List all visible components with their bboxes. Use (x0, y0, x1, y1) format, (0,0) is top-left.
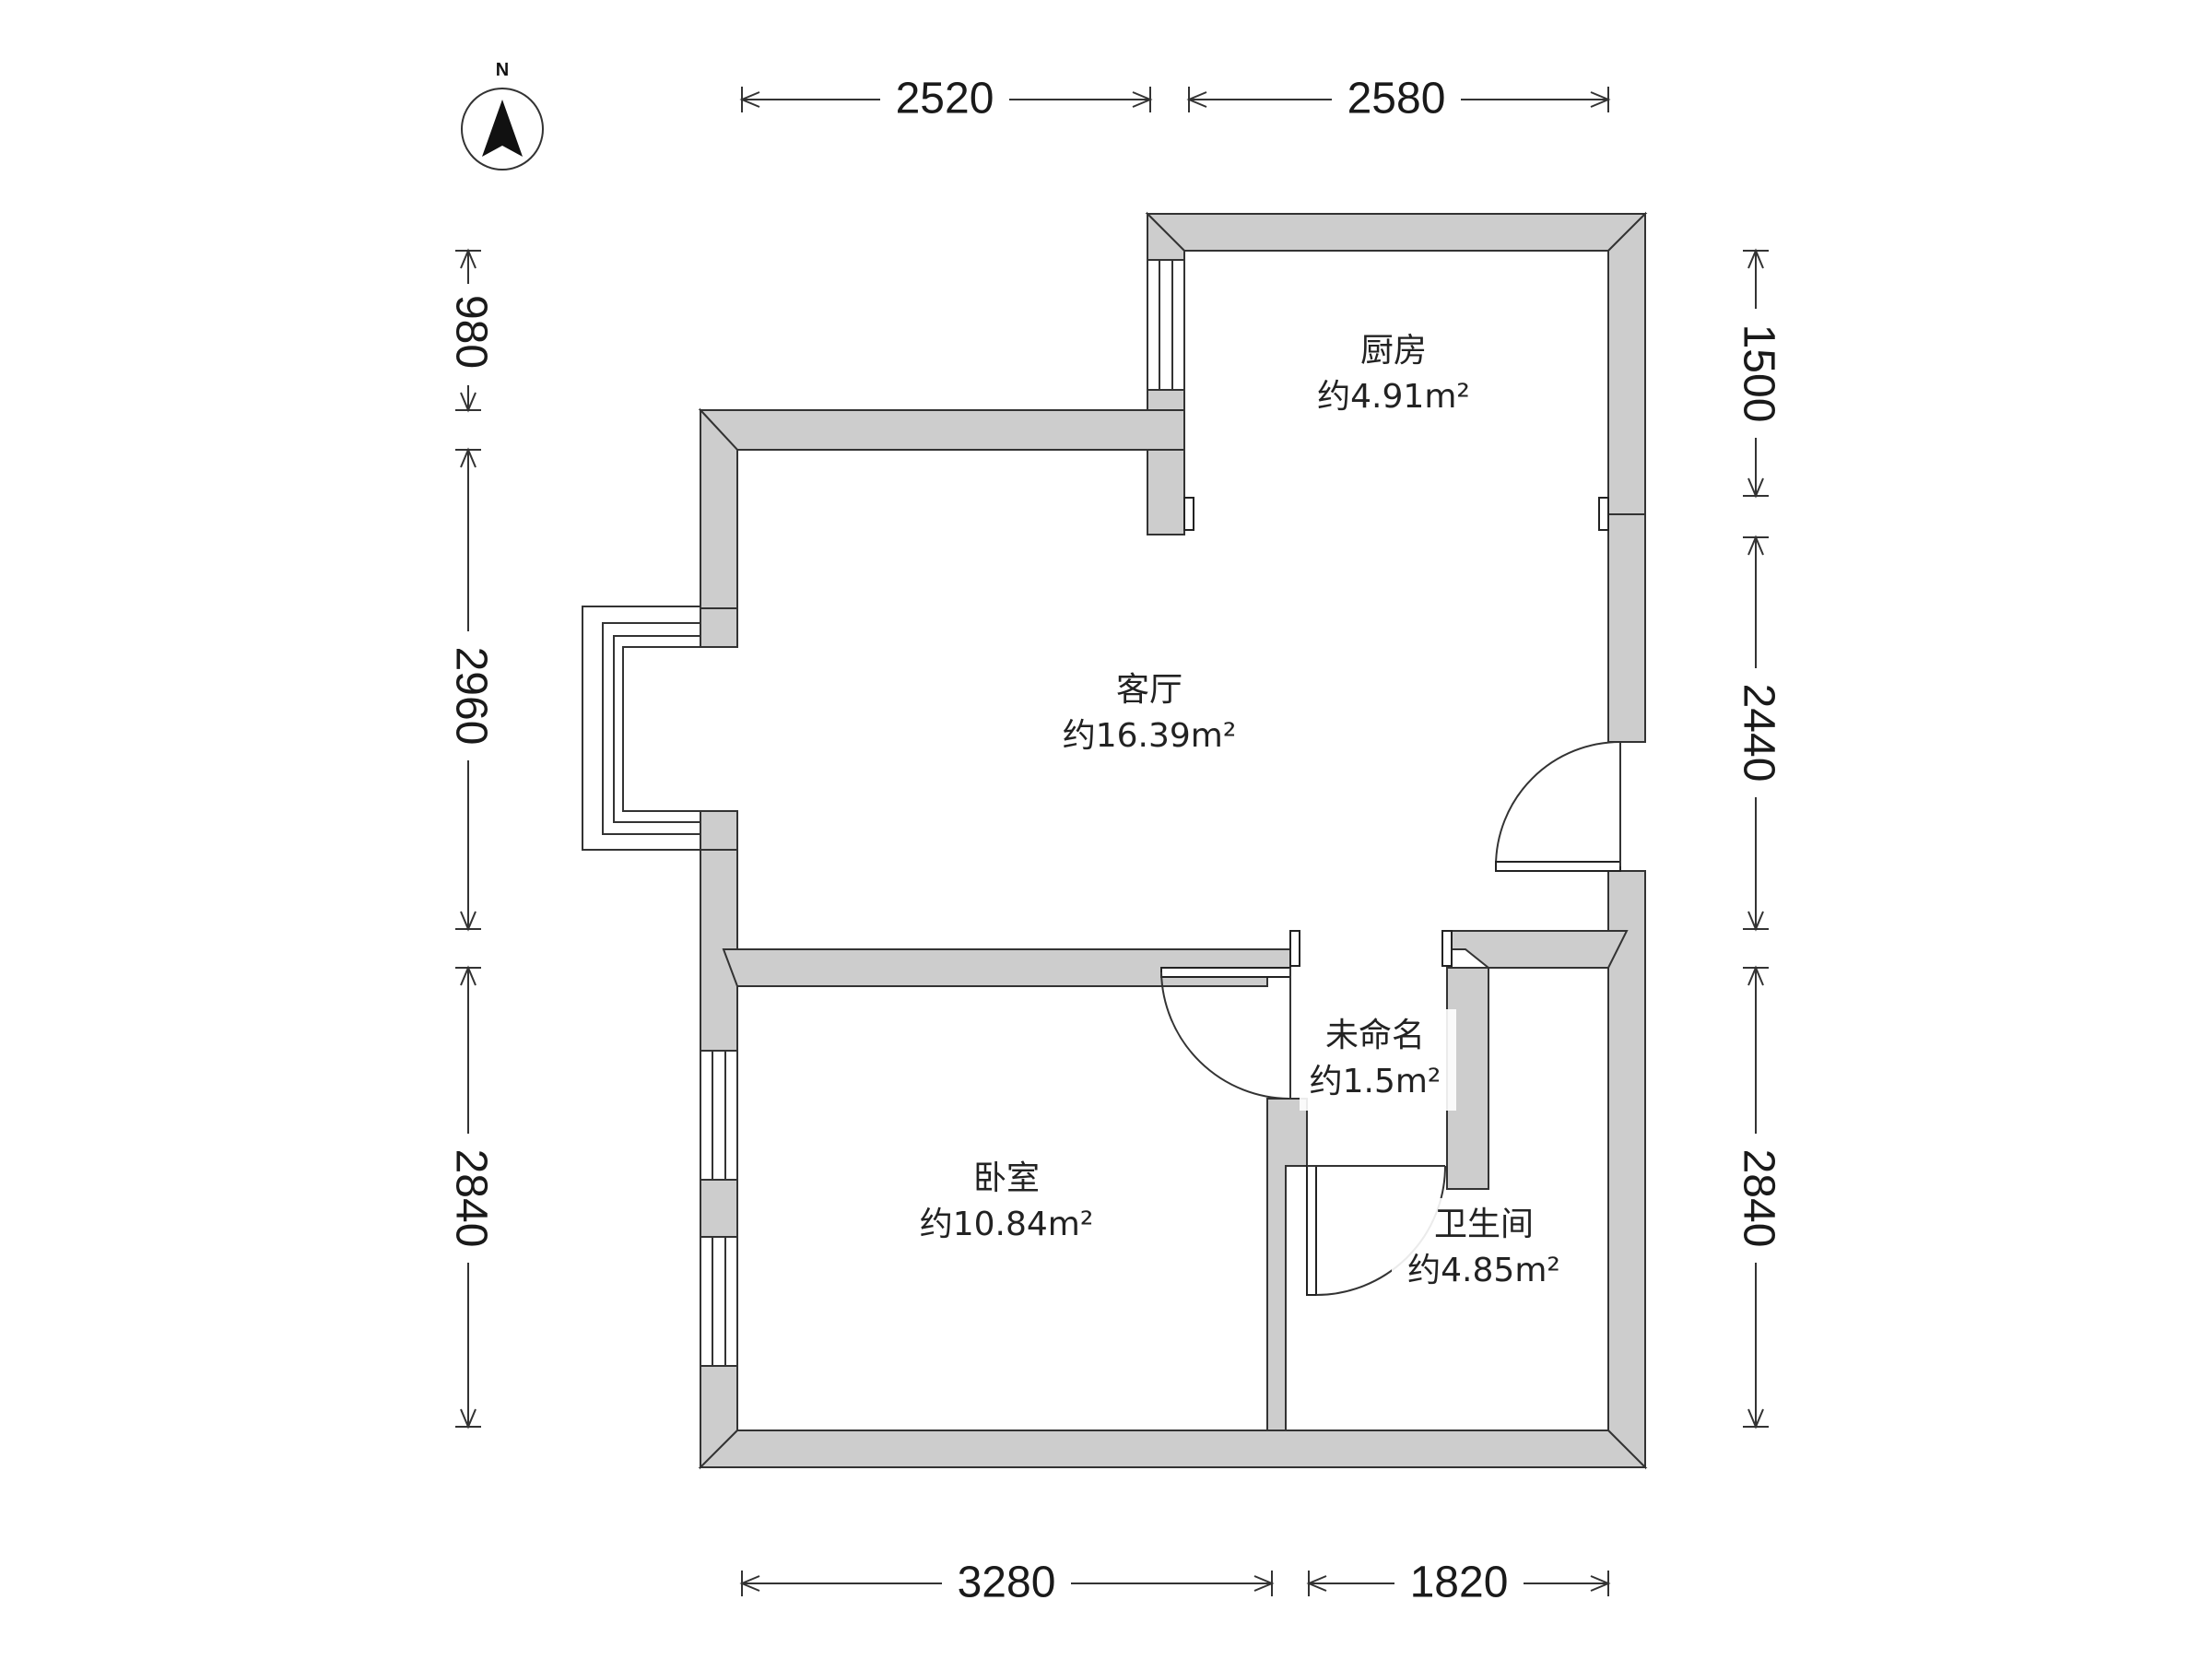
wall-kitchen-stub (1147, 449, 1185, 535)
bay-window-frame (582, 606, 701, 851)
doors (1160, 497, 1621, 1296)
unnamed-name: 未命名 (1325, 1017, 1425, 1054)
bathroom-name: 卫生间 (1434, 1206, 1534, 1243)
north-arrow-icon (482, 100, 523, 157)
dim-top-2: 2580 (1347, 75, 1446, 124)
wall-east-lower (1607, 870, 1646, 1470)
dim-bottom-2: 1820 (1410, 1559, 1509, 1607)
bathroom-door-leaf (1306, 1165, 1317, 1296)
dim-left-1: 980 (446, 295, 495, 369)
wall-kitchen-north (1145, 213, 1648, 252)
wall-east-mid (1607, 513, 1646, 743)
wall-west-pier (700, 1179, 738, 1238)
walls (698, 211, 1648, 1470)
wall-corridor-east (1446, 967, 1489, 1190)
kitchen-door-stop (1183, 497, 1194, 531)
dim-bottom-1: 3280 (958, 1559, 1056, 1607)
wall-south (698, 1430, 1648, 1468)
kitchen-door-stop-2 (1598, 497, 1609, 531)
dim-right-2: 2440 (1734, 684, 1783, 782)
living-name: 客厅 (1116, 671, 1182, 709)
bathroom-area: 约4.85m² (1407, 1252, 1560, 1289)
corridor-stop-right (1441, 930, 1453, 967)
top-dimensions: 2520 2580 (739, 74, 1611, 125)
left-dimensions: 980 2960 2840 (441, 248, 496, 1430)
bedroom-door-swing (1160, 971, 1291, 1100)
kitchen-window (1147, 259, 1185, 391)
kitchen-area: 约4.91m² (1317, 378, 1470, 416)
dim-right-1: 1500 (1734, 324, 1783, 423)
dim-left-3: 2840 (446, 1149, 495, 1248)
dim-left-2: 2960 (446, 647, 495, 746)
entrance-door-leaf (1495, 861, 1621, 872)
dim-top-1: 2520 (896, 75, 994, 124)
bedroom-window-1 (700, 1050, 738, 1181)
wall-bath-north (1441, 930, 1629, 969)
bedroom-area: 约10.84m² (920, 1206, 1094, 1243)
room-labels: 厨房 约4.91m² 客厅 约16.39m² 未命名 约1.5m² 卧室 约10… (899, 323, 1576, 1300)
compass-label: N (496, 60, 509, 80)
kitchen-name: 厨房 (1360, 332, 1427, 370)
bedroom-door-leaf (1160, 967, 1291, 978)
living-area: 约16.39m² (1063, 717, 1237, 755)
corridor-stop-left (1289, 930, 1300, 967)
bedroom-window-2 (700, 1236, 738, 1367)
wall-partition-lower (1266, 1098, 1308, 1431)
bay-window (582, 606, 738, 851)
wall-north-step (698, 409, 1185, 451)
bedroom-name: 卧室 (973, 1159, 1040, 1197)
bottom-dimensions: 3280 1820 (739, 1558, 1611, 1609)
right-dimensions: 1500 2440 2840 (1728, 248, 1783, 1430)
dim-right-3: 2840 (1734, 1149, 1783, 1248)
unnamed-area: 约1.5m² (1310, 1063, 1441, 1100)
windows (700, 259, 1185, 1367)
wall-east-upper (1607, 211, 1646, 515)
entrance-door-swing (1495, 741, 1621, 867)
compass: N (461, 60, 544, 171)
